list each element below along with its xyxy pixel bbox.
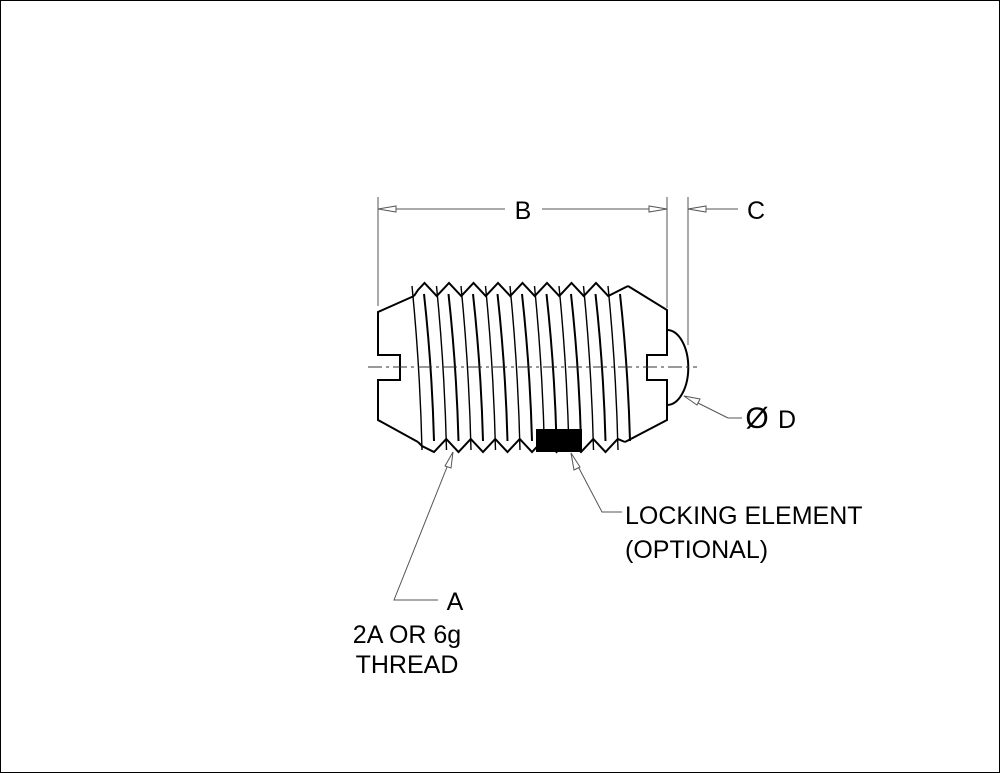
thread-crest-line: [411, 285, 423, 451]
thread-crest-line: [509, 285, 521, 451]
thread-crest-line: [533, 285, 546, 451]
thread-top-profile: [413, 281, 629, 298]
dimension-c: [687, 197, 738, 345]
dimension-b-label: B: [515, 197, 532, 225]
locking-element: [536, 429, 582, 452]
thread-a-label: A: [447, 588, 464, 616]
dimension-d-leader: [683, 395, 742, 419]
locking-element-label-1: LOCKING ELEMENT: [625, 502, 863, 530]
thread-leader: [393, 451, 454, 601]
thread-crest-line: [558, 285, 570, 451]
thread-spec-line-1: 2A OR 6g: [353, 621, 461, 649]
left-end-outline: [377, 295, 419, 443]
diameter-symbol: Ø: [745, 402, 768, 435]
dimension-b: [377, 197, 668, 308]
dimension-c-label: C: [747, 197, 765, 225]
thread-crest-line: [484, 285, 497, 451]
thread-crest-line: [435, 285, 448, 451]
right-end-outline: [624, 285, 668, 443]
thread-crest-line: [607, 285, 619, 451]
thread-crest-line: [460, 285, 472, 451]
locking-element-leader: [570, 452, 622, 513]
locking-element-label-2: (OPTIONAL): [625, 536, 768, 564]
thread-crest-line: [582, 285, 595, 451]
thread-spec-line-2: THREAD: [356, 651, 459, 679]
dimension-d-label: D: [778, 406, 796, 434]
